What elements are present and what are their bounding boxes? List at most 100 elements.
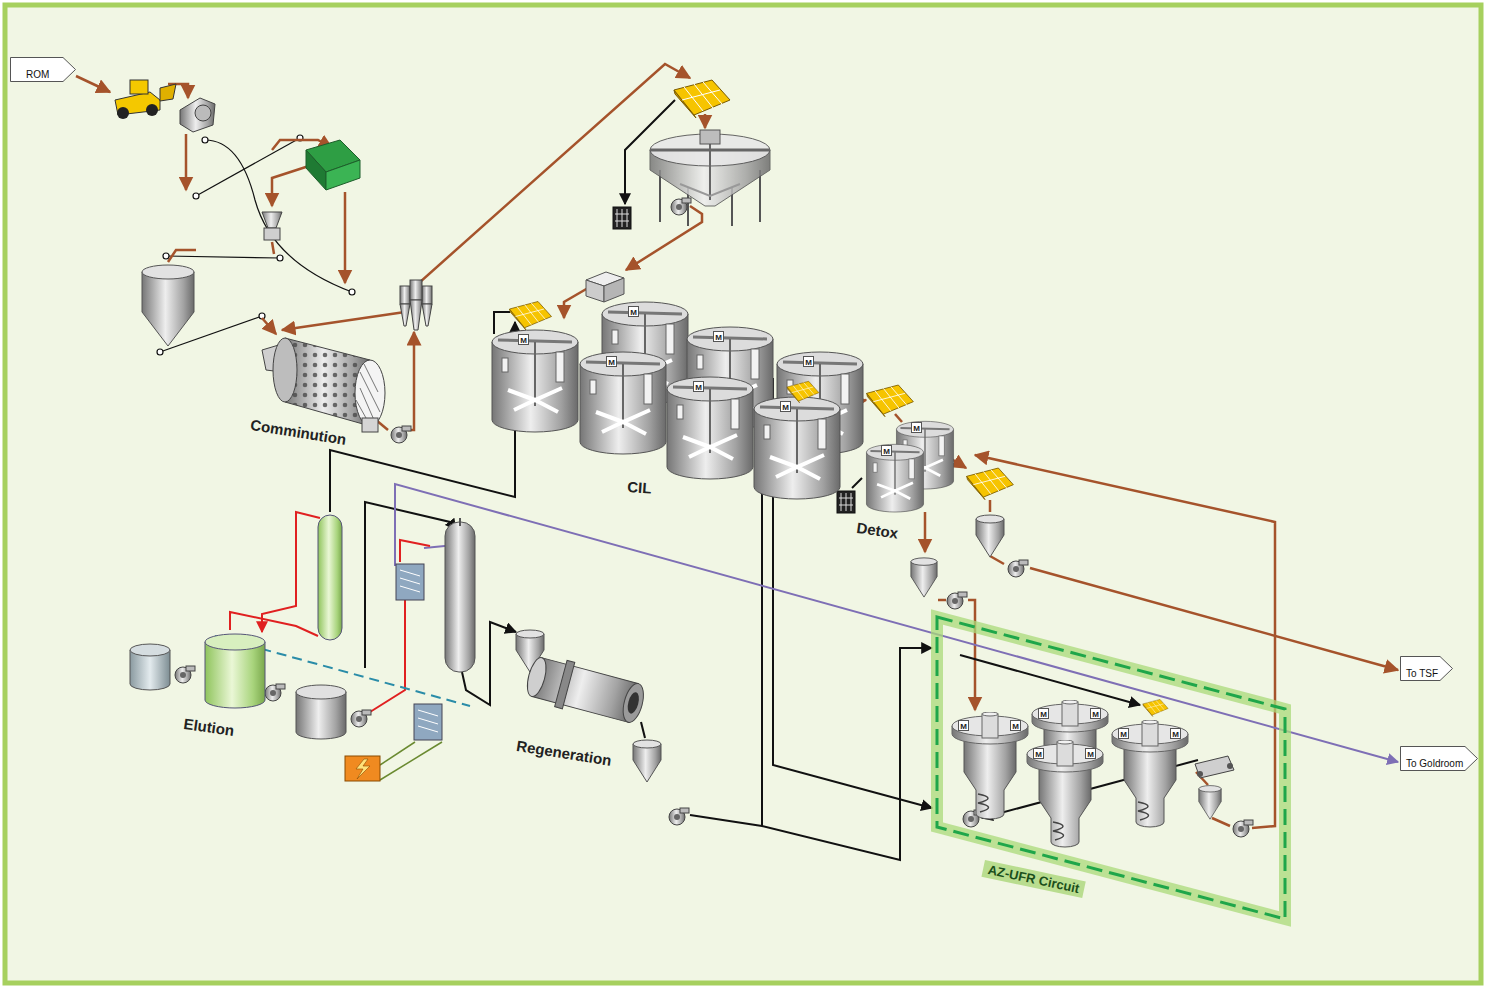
silo (142, 265, 194, 279)
cyclone (410, 280, 422, 300)
hopper (633, 740, 661, 782)
pump-symbol (265, 684, 285, 701)
heat-exchanger (396, 564, 442, 740)
silo (142, 265, 194, 346)
pump-symbol (947, 592, 967, 609)
ufr-unit (1027, 740, 1103, 847)
slurry-line (938, 599, 946, 602)
conveyor (349, 289, 355, 295)
vibrating-screen (674, 80, 730, 118)
node-text: ROM (26, 69, 49, 80)
motor-label: M (911, 422, 922, 433)
slurry-line (408, 332, 414, 430)
cyclone (410, 300, 422, 330)
kiln (626, 691, 641, 715)
motor-label: M (803, 356, 814, 367)
ball-mill (355, 360, 385, 426)
ufr-unit (952, 712, 1028, 819)
crusher-symbol (180, 98, 215, 132)
conveyor (277, 255, 283, 261)
slurry-line (76, 64, 1398, 828)
pump-symbol (175, 198, 1253, 837)
node-text: To TSF (1406, 668, 1438, 679)
thickener (700, 130, 720, 144)
carbon-line (365, 502, 456, 668)
cil-tank (580, 352, 666, 454)
cil-tank (667, 377, 753, 479)
cyclone (422, 304, 432, 326)
kiln (523, 652, 648, 729)
slurry-line (704, 114, 707, 128)
slurry-line (76, 76, 110, 92)
goldroom-line (395, 484, 1398, 762)
belt-filter (1197, 771, 1203, 777)
cyclone (400, 280, 432, 330)
detox-tank (866, 421, 953, 512)
slurry-line (185, 134, 188, 190)
slurry-line (895, 414, 902, 422)
elution-equipment (205, 642, 265, 708)
ball-mill (356, 364, 380, 420)
vibrating-screen (1143, 699, 1168, 716)
heater-line (380, 742, 442, 780)
thickener (650, 130, 770, 226)
carbon-line (690, 648, 932, 860)
crusher-symbol (195, 105, 211, 121)
heater (345, 756, 380, 781)
slurry-line (272, 242, 274, 254)
elution-equipment (459, 518, 461, 526)
feed-box (586, 272, 624, 302)
motor-label: M (606, 356, 617, 367)
region-band (937, 617, 1285, 919)
tag-outline (1401, 747, 1478, 771)
elution-equipment (130, 515, 475, 739)
slurry-line (990, 556, 1004, 564)
conveyor (193, 193, 199, 199)
circuit-region: AZ-UFR Circuit (935, 613, 1287, 925)
vibrating-screen (510, 302, 552, 331)
belt-filter (1227, 763, 1233, 769)
pump-symbol (1233, 820, 1253, 837)
motor-label: M (1033, 748, 1044, 759)
pump-symbol (175, 666, 195, 683)
motor-label: M (1085, 748, 1096, 759)
elution-equipment (318, 515, 342, 640)
area-label: CIL (627, 478, 652, 497)
motor-label: M (1090, 708, 1101, 719)
pump-symbol (391, 426, 411, 443)
loader-symbol (130, 80, 148, 94)
heat-exchanger (418, 710, 438, 732)
loader-symbol (115, 80, 176, 119)
background (5, 5, 1481, 983)
thickener (759, 170, 761, 222)
heater (345, 756, 380, 781)
conveyor (166, 256, 280, 258)
slurry-line (272, 165, 312, 206)
pump-symbol (671, 198, 691, 215)
kiln (524, 656, 550, 699)
heat-exchanger (400, 570, 420, 592)
slurry-line (262, 318, 276, 334)
carbon-line (494, 312, 510, 334)
eluate-line (262, 512, 320, 632)
eluate-line (400, 540, 430, 562)
motor-label: M (1170, 728, 1181, 739)
heat-exchanger (414, 704, 442, 740)
cil-tank (492, 330, 578, 432)
ball-mill (262, 338, 385, 432)
detox-tank (866, 444, 923, 512)
goldroom-line (395, 484, 1398, 762)
heater (356, 759, 370, 779)
vibrating-screen (867, 385, 914, 417)
eluate-line (230, 612, 318, 636)
slurry-line (1212, 818, 1230, 826)
area-label: Elution (183, 715, 236, 739)
eluate-line (370, 600, 405, 712)
thickener (659, 170, 661, 222)
slurry-line (968, 600, 975, 710)
